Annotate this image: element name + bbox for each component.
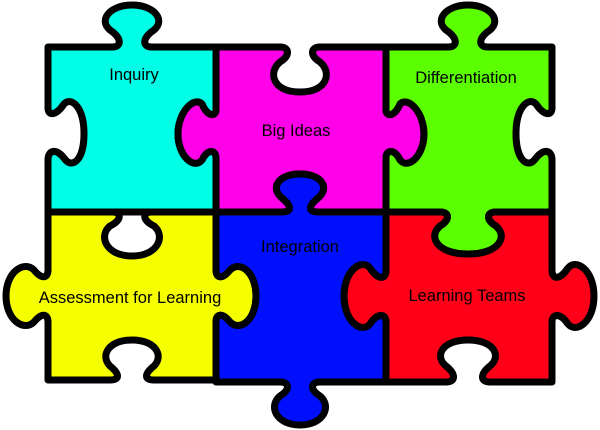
- label-differentiation: Differentiation: [415, 69, 517, 87]
- label-assessment: Assessment for Learning: [39, 289, 222, 307]
- label-learning-teams: Learning Teams: [408, 287, 525, 305]
- label-inquiry: Inquiry: [109, 66, 159, 84]
- label-integration: Integration: [261, 238, 339, 256]
- puzzle-piece-integration: [212, 170, 390, 429]
- label-big-ideas: Big Ideas: [262, 122, 331, 140]
